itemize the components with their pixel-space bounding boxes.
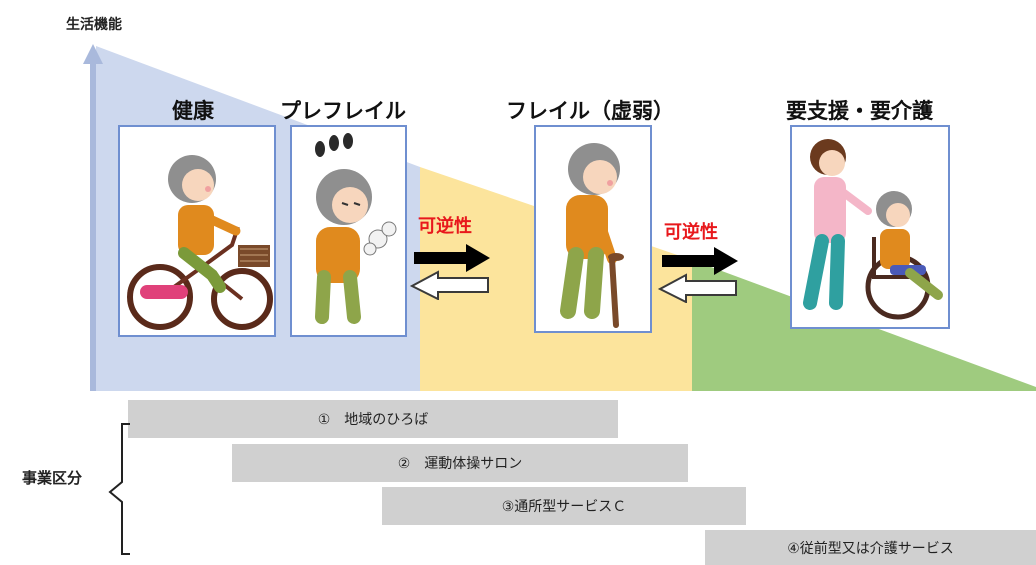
tired-elderly-woman-illustration bbox=[315, 133, 397, 324]
stage-frame-pre-frail bbox=[290, 125, 407, 337]
reversibility-label-2: 可逆性 bbox=[664, 222, 718, 243]
y-axis-title: 生活機能 bbox=[66, 17, 122, 33]
reversibility-arrows-1 bbox=[409, 244, 490, 300]
stage-label-frail: フレイル（虚弱） bbox=[506, 99, 674, 123]
forward-arrow-icon bbox=[662, 247, 738, 275]
business-bar-4: ④従前型又は介護サービス bbox=[705, 530, 1036, 565]
y-axis-arrowhead bbox=[83, 44, 103, 64]
stage-frame-frail bbox=[534, 125, 652, 333]
caregiver-with-wheelchair-illustration bbox=[803, 139, 943, 320]
stage-label-pre-frail: プレフレイル bbox=[280, 99, 406, 123]
elderly-woman-cycling-illustration bbox=[127, 155, 273, 330]
backward-arrow-icon bbox=[409, 270, 489, 300]
reversibility-arrows-2 bbox=[657, 247, 738, 303]
backward-arrow-icon bbox=[657, 273, 737, 303]
elderly-woman-with-cane-illustration bbox=[560, 143, 624, 328]
stage-frame-care bbox=[790, 125, 950, 329]
business-bar-3: ③通所型サービスＣ bbox=[382, 487, 746, 525]
business-section-label: 事業区分 bbox=[22, 469, 83, 487]
stage-label-care: 要支援・要介護 bbox=[786, 99, 933, 123]
stage-label-healthy: 健康 bbox=[172, 99, 214, 123]
forward-arrow-icon bbox=[414, 244, 490, 272]
business-bar-2: ② 運動体操サロン bbox=[232, 444, 688, 482]
reversibility-label-1: 可逆性 bbox=[418, 216, 472, 237]
business-bar-1: ① 地域のひろば bbox=[128, 400, 618, 438]
business-bracket bbox=[108, 423, 130, 555]
stage-frame-healthy bbox=[118, 125, 276, 337]
